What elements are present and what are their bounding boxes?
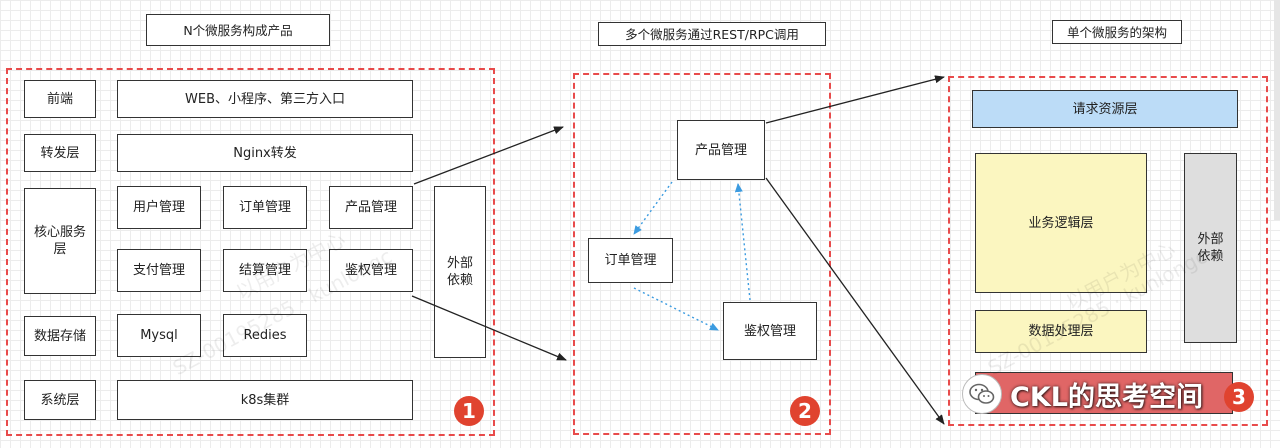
wechat-icon	[962, 374, 1002, 414]
storage-mysql: Mysql	[117, 314, 201, 357]
frontend-content: WEB、小程序、第三方入口	[117, 80, 413, 118]
storage-redis: Redies	[223, 314, 307, 357]
external-dependency-3: 外部 依赖	[1184, 153, 1237, 343]
arrow-auth-to-panel2	[411, 295, 567, 361]
logo-text: CKL的思考空间	[1010, 381, 1203, 413]
layer-system: 系统层	[24, 380, 96, 420]
service-user: 用户管理	[117, 186, 201, 229]
service-pay: 支付管理	[117, 249, 201, 292]
p2-product: 产品管理	[677, 120, 765, 180]
layer-storage: 数据存储	[24, 316, 96, 356]
arrow-product-to-order	[633, 181, 673, 235]
arrow-product-to-panel3-top	[765, 75, 945, 124]
data-layer: 数据处理层	[975, 310, 1147, 353]
panel2-frame	[573, 73, 831, 435]
system-content: k8s集群	[117, 380, 413, 420]
arrow-auth-to-product	[734, 183, 751, 301]
arrow-product-to-panel3-bottom	[765, 177, 945, 425]
panel3-frame	[948, 76, 1268, 426]
p2-auth: 鉴权管理	[723, 302, 817, 360]
p2-order: 订单管理	[588, 238, 673, 283]
scrollbar[interactable]	[1274, 0, 1280, 220]
service-settle: 结算管理	[223, 249, 307, 292]
badge-1: 1	[454, 396, 484, 426]
service-product: 产品管理	[329, 186, 413, 229]
layer-frontend: 前端	[24, 80, 96, 118]
service-auth: 鉴权管理	[329, 249, 413, 292]
business-layer: 业务逻辑层	[975, 153, 1147, 293]
bottom-layer	[975, 372, 1233, 414]
badge-3: 3	[1224, 382, 1254, 412]
layer-core: 核心服务 层	[24, 188, 96, 294]
panel1-title: N个微服务构成产品	[146, 14, 330, 46]
forward-content: Nginx转发	[117, 134, 413, 172]
logo: CKL的思考空间	[962, 372, 1203, 416]
layer-forward: 转发层	[24, 134, 96, 172]
request-layer: 请求资源层	[972, 90, 1238, 128]
arrow-order-to-auth	[633, 287, 719, 331]
arrow-product-to-panel2	[413, 126, 564, 185]
panel1-frame	[6, 68, 495, 436]
external-dependency: 外部 依赖	[434, 186, 486, 358]
service-order: 订单管理	[223, 186, 307, 229]
badge-2: 2	[790, 396, 820, 426]
panel3-title: 单个微服务的架构	[1052, 20, 1182, 44]
panel2-title: 多个微服务通过REST/RPC调用	[598, 22, 826, 46]
